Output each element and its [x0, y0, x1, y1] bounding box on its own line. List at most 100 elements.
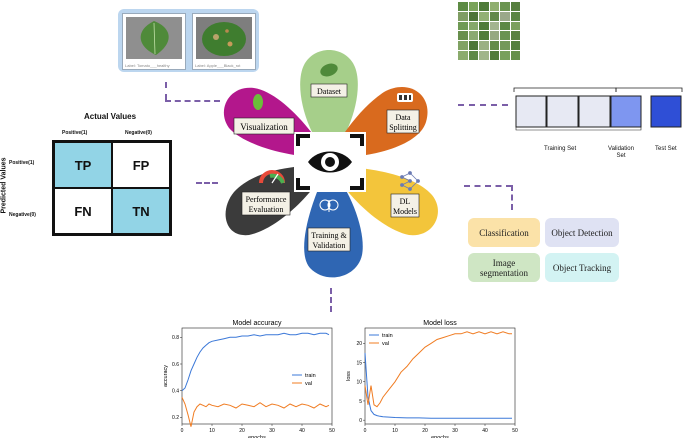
y-tick-label: 15	[356, 360, 362, 366]
dataset-thumbnail	[500, 2, 510, 11]
test-block	[650, 95, 682, 128]
data-splitting-label-line1: Data	[395, 113, 411, 122]
arrow-to-leaf-samples	[165, 100, 220, 102]
diseased-leaf-image	[196, 17, 252, 59]
legend-label-train: train	[305, 373, 316, 379]
visualization-label-box	[233, 117, 295, 135]
split-icon	[397, 93, 413, 102]
confusion-matrix: TP FP FN TN	[52, 140, 172, 236]
series-line-val	[181, 397, 330, 427]
chart-title: Model loss	[423, 320, 457, 327]
y-tick-label: 0	[359, 418, 362, 424]
x-tick-label: 10	[209, 428, 215, 434]
cm-side-label: Predicted Values	[0, 157, 8, 214]
dataset-thumbnail-grid	[458, 2, 520, 60]
dataset-thumbnail	[510, 2, 520, 11]
dataset-thumbnail	[458, 31, 468, 41]
performance-evaluation-label-box	[241, 191, 291, 216]
arrow-to-charts	[330, 288, 332, 312]
arrow-to-tasks	[464, 185, 512, 187]
dataset-thumbnail	[458, 2, 468, 11]
dataset-thumbnail	[510, 11, 520, 21]
arrow-to-confusion-matrix	[196, 182, 218, 184]
y-axis-label: loss	[346, 371, 352, 381]
task-classification: Classification	[468, 218, 540, 247]
x-tick-label: 40	[482, 428, 488, 434]
y-tick-label: 5	[359, 399, 362, 405]
cm-col-header: Positive(1)	[62, 130, 88, 136]
small-leaf-icon	[253, 94, 263, 110]
x-tick-label: 40	[299, 428, 305, 434]
training-set-label: Training Set	[544, 146, 577, 152]
y-tick-label: 0.8	[172, 335, 179, 341]
task-image-segmentation: Image segmentation	[468, 253, 540, 282]
data-splitting-label-box	[386, 109, 420, 134]
series-line-train	[181, 332, 330, 392]
dl-models-label-box	[390, 193, 420, 218]
legend-label-val: val	[305, 381, 312, 387]
dataset-thumbnail	[500, 51, 510, 60]
cm-cell-fn: FN	[54, 188, 112, 234]
cm-cell-fp: FP	[112, 142, 170, 188]
dataset-thumbnail	[489, 51, 499, 60]
dataset-label-box	[310, 83, 348, 98]
chart-title: Model accuracy	[232, 320, 282, 327]
dl-models-label-line1: DL	[400, 197, 411, 206]
dataset-thumbnail	[500, 11, 510, 21]
pipeline-flower: Dataset Data Splitting DL Models Trainin…	[223, 50, 438, 278]
gauge-icon	[259, 170, 285, 184]
dataset-thumbnail	[489, 21, 499, 31]
x-tick-label: 50	[512, 428, 518, 434]
dataset-thumbnail	[500, 41, 510, 51]
chart-frame	[364, 327, 516, 425]
dataset-thumbnail	[489, 2, 499, 11]
training-block	[515, 95, 547, 128]
neural-network-icon	[400, 171, 420, 191]
training-validation-label-box	[307, 227, 351, 252]
dataset-thumbnail	[510, 41, 520, 51]
validation-set-label: Validation Set	[608, 146, 634, 159]
x-tick-label: 0	[364, 428, 367, 434]
dataset-thumbnail	[458, 21, 468, 31]
dataset-thumbnail	[479, 11, 489, 21]
data-split-diagram	[513, 87, 683, 131]
dataset-thumbnail	[468, 31, 478, 41]
test-set-label: Test Set	[655, 146, 677, 152]
performance-evaluation-label-line1: Performance	[246, 195, 287, 204]
legend-label-train: train	[382, 333, 393, 339]
x-tick-label: 0	[181, 428, 184, 434]
confusion-matrix-title: Actual Values	[84, 112, 137, 121]
leaf-caption: Label: Tomato___healthy	[125, 63, 170, 68]
arrow-to-leaf-samples	[165, 82, 167, 100]
dataset-thumbnail	[479, 51, 489, 60]
task-object-detection: Object Detection	[545, 218, 619, 247]
arrow-to-tasks	[511, 185, 513, 210]
y-tick-label: 0.6	[172, 362, 179, 368]
legend-label-val: val	[382, 341, 389, 347]
y-tick-label: 0.2	[172, 415, 179, 421]
visualization-label: Visualization	[240, 122, 288, 132]
data-splitting-label-line2: Splitting	[389, 123, 417, 132]
leaf-caption: Label: Apple___Black_rot	[195, 63, 241, 68]
training-block	[578, 95, 611, 128]
dataset-thumbnail	[479, 21, 489, 31]
brain-icon	[319, 199, 339, 212]
dataset-thumbnail	[468, 2, 478, 11]
dataset-thumbnail	[510, 21, 520, 31]
y-axis-label: accuracy	[163, 365, 169, 387]
arrow-to-data-split	[458, 104, 508, 106]
dataset-thumbnail	[468, 11, 478, 21]
dataset-thumbnail	[489, 41, 499, 51]
performance-evaluation-label-line2: Evaluation	[249, 205, 284, 214]
cm-cell-tp: TP	[54, 142, 112, 188]
x-tick-label: 30	[269, 428, 275, 434]
dataset-thumbnail	[468, 21, 478, 31]
x-tick-label: 30	[452, 428, 458, 434]
dataset-thumbnail	[479, 2, 489, 11]
dataset-petal	[300, 50, 358, 158]
dataset-label: Dataset	[317, 87, 342, 96]
leaf-samples-panel: Label: Tomato___healthy Label: Apple___B…	[118, 9, 259, 72]
series-line-train	[364, 352, 512, 419]
leaf-image-card: Label: Apple___Black_rot	[192, 13, 256, 70]
